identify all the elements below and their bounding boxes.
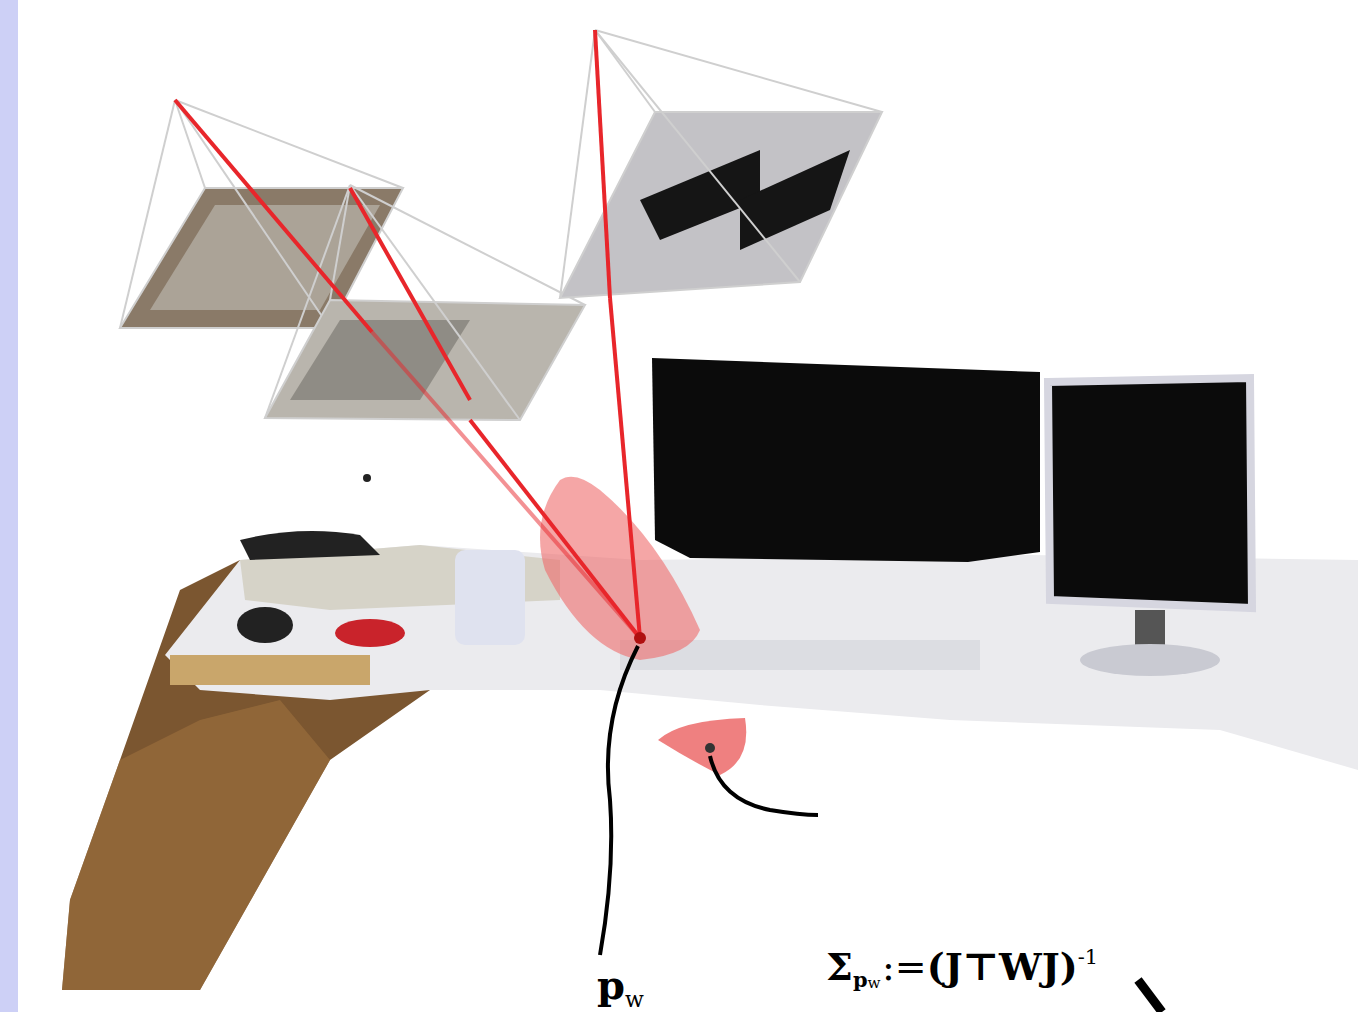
covariance-blob bbox=[658, 718, 746, 775]
point-pw bbox=[634, 632, 646, 644]
sigma-symbol: Σ bbox=[826, 944, 853, 989]
desk-board bbox=[170, 655, 370, 685]
point-symbol: p bbox=[597, 961, 625, 1008]
noise-dot bbox=[363, 474, 371, 482]
camera-frustum bbox=[265, 185, 585, 420]
monitor-left bbox=[652, 358, 1040, 562]
assign-symbol: := bbox=[882, 945, 927, 989]
monitor-right bbox=[1048, 378, 1252, 608]
subscript: p bbox=[853, 967, 868, 992]
camera-frustum bbox=[120, 100, 403, 328]
point-label: pw bbox=[597, 965, 644, 1005]
subscript: w bbox=[625, 987, 644, 1012]
rays bbox=[175, 30, 640, 638]
floor-light bbox=[62, 700, 330, 990]
monitor-base bbox=[1080, 644, 1220, 676]
slash-mark bbox=[1138, 980, 1162, 1012]
floor bbox=[62, 560, 430, 990]
red-object bbox=[335, 619, 405, 647]
leader-line bbox=[600, 646, 638, 955]
blob-dot bbox=[705, 743, 715, 753]
covariance-formula: Σpw:=(J⊤WJ)-1 bbox=[826, 948, 1098, 986]
side-strip bbox=[0, 0, 18, 1012]
leader-line bbox=[710, 756, 818, 815]
box-object bbox=[455, 550, 525, 645]
camera-frustum bbox=[560, 30, 882, 298]
matrix-expression: (J⊤WJ) bbox=[927, 944, 1078, 989]
uncertainty-ellipsoid bbox=[540, 477, 700, 660]
subscript: w bbox=[867, 974, 880, 992]
superscript: -1 bbox=[1078, 945, 1098, 969]
dark-edge bbox=[240, 531, 380, 560]
dark-object bbox=[237, 607, 293, 643]
